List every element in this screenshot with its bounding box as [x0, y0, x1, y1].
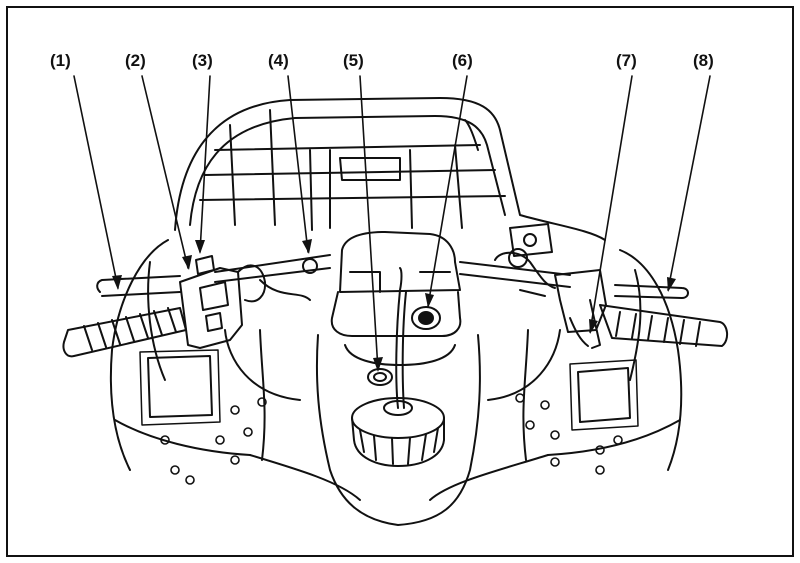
side-reflector-left — [139, 349, 221, 426]
cargo-rack — [174, 97, 606, 241]
right-handlebar — [459, 223, 728, 349]
side-reflector-right — [569, 359, 639, 431]
callout-leaders — [73, 75, 711, 371]
callout-7: (7) — [616, 51, 637, 70]
callout-3: (3) — [192, 51, 213, 70]
callout-4: (4) — [268, 51, 289, 70]
left-handlebar — [62, 254, 331, 358]
callout-6: (6) — [452, 51, 473, 70]
fender-bolts — [160, 393, 623, 485]
callout-1: (1) — [50, 51, 71, 70]
callout-8: (8) — [693, 51, 714, 70]
fuel-cap — [351, 267, 445, 467]
fuel-tank — [315, 231, 481, 526]
callout-arrowheads — [112, 239, 676, 372]
ignition-switch — [411, 306, 441, 330]
callout-2: (2) — [125, 51, 146, 70]
callout-labels: (1) (2) (3) (4) (5) (6) (7) (8) — [50, 51, 714, 70]
callout-5: (5) — [343, 51, 364, 70]
